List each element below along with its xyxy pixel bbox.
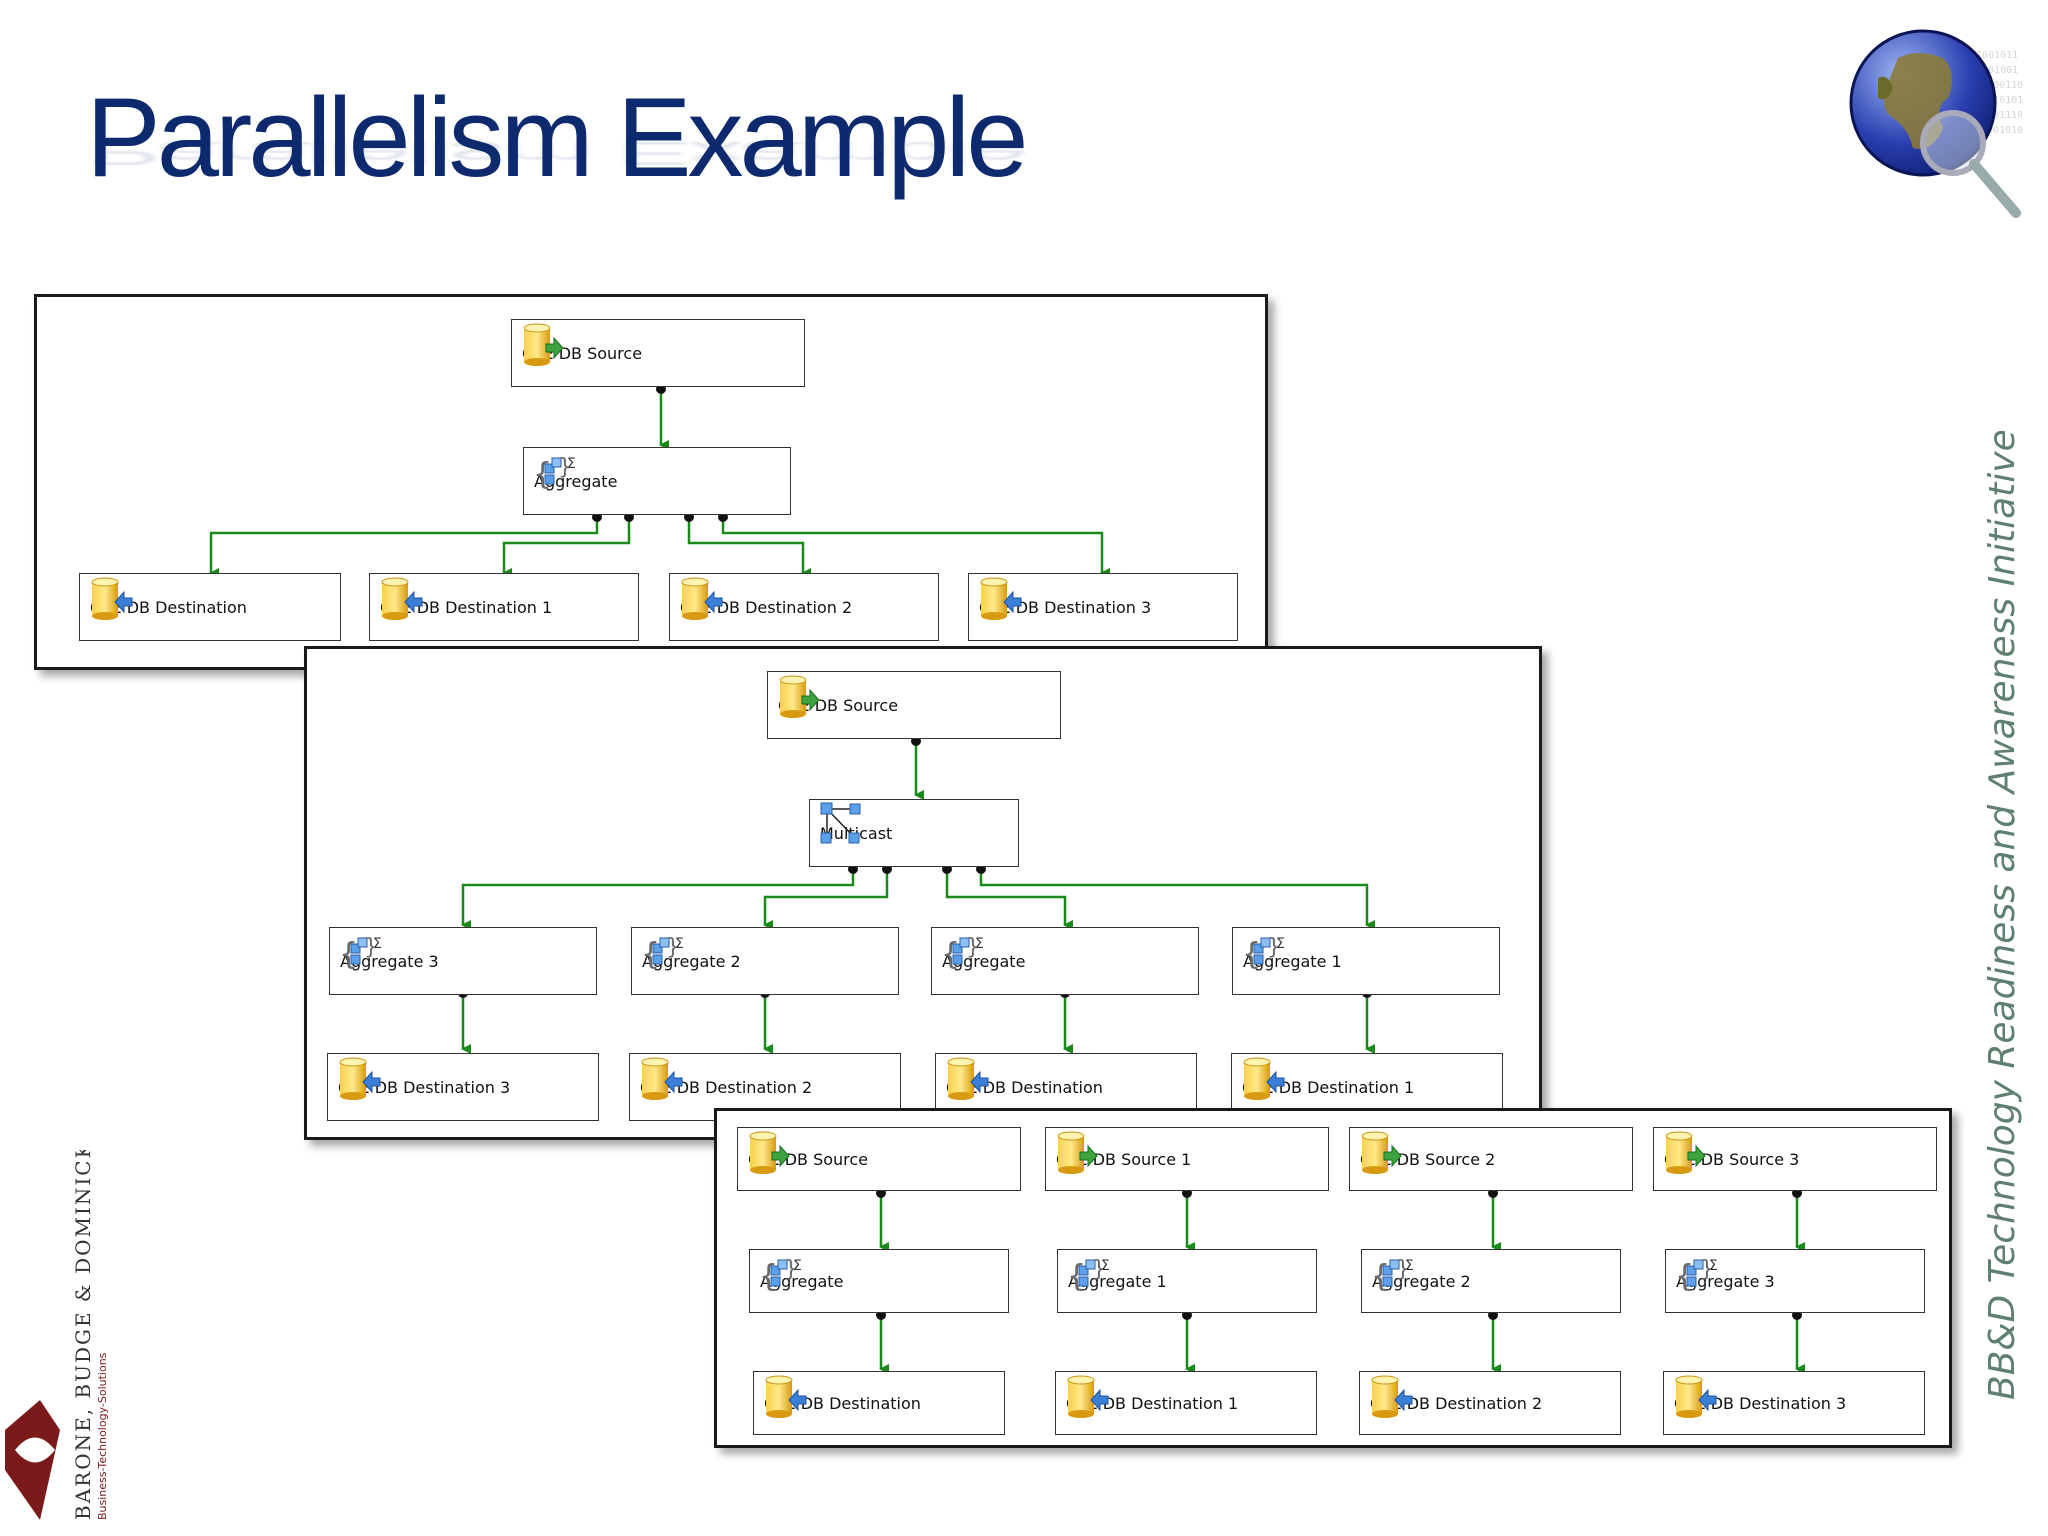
diagram-panel-2: OLE DB Source Multicast Aggregate 3 Aggr…: [304, 646, 1542, 1140]
svg-text:1101001010: 1101001010: [1963, 125, 2023, 136]
database-source-icon: [1358, 1128, 1404, 1176]
database-source-icon: [776, 672, 822, 720]
aggregate-icon: [1370, 1250, 1416, 1298]
database-source-icon: [1662, 1128, 1708, 1176]
company-logo: BARONE, BUDGE & DOMINICK Business-Techno…: [5, 1150, 109, 1520]
node-label: Aggregate: [760, 1271, 844, 1291]
database-destination-icon: [1240, 1054, 1286, 1102]
globe-magnifier-icon: 01010010111100101001 0110100110101001010…: [1849, 29, 2023, 218]
node-label: Aggregate: [942, 951, 1026, 971]
node-label: OLE DB Destination 3: [338, 1077, 511, 1097]
aggregate-node[interactable]: Aggregate 2: [1361, 1249, 1621, 1313]
diagram-panel-3: OLE DB Source OLE DB Source 1 OLE DB Sou…: [714, 1108, 1952, 1448]
database-source-icon: [746, 1128, 792, 1176]
database-source-icon: [1054, 1128, 1100, 1176]
database-destination-icon: [1672, 1372, 1718, 1420]
destination-node[interactable]: OLE DB Destination: [753, 1371, 1005, 1435]
aggregate-icon: [940, 928, 986, 976]
aggregate-node[interactable]: Aggregate 2: [631, 927, 899, 995]
aggregate-icon: [532, 448, 578, 496]
database-destination-icon: [88, 574, 134, 622]
destination-node[interactable]: OLE DB Destination 3: [968, 573, 1238, 641]
node-label: OLE DB Destination 3: [979, 597, 1152, 617]
database-destination-icon: [762, 1372, 808, 1420]
svg-text:BARONE, BUDGE & DOMINICK: BARONE, BUDGE & DOMINICK: [71, 1150, 95, 1520]
slide-title: Parallelism Example: [86, 75, 1029, 200]
node-label: OLE DB Destination 1: [380, 597, 553, 617]
panel-1-connectors: [209, 384, 1110, 578]
database-destination-icon: [1368, 1372, 1414, 1420]
source-node[interactable]: OLE DB Source: [511, 319, 805, 387]
destination-node[interactable]: OLE DB Destination 3: [327, 1053, 599, 1121]
multicast-icon: [818, 800, 864, 848]
node-label: Aggregate: [534, 471, 618, 491]
destination-node[interactable]: OLE DB Destination 3: [1663, 1371, 1925, 1435]
aggregate-icon: [1241, 928, 1287, 976]
aggregate-node[interactable]: Aggregate: [523, 447, 791, 515]
node-label: OLE DB Destination 1: [1242, 1077, 1415, 1097]
database-destination-icon: [378, 574, 424, 622]
multicast-node[interactable]: Multicast: [809, 799, 1019, 867]
node-label: OLE DB Destination 1: [1066, 1393, 1239, 1413]
aggregate-icon: [1674, 1250, 1720, 1298]
database-destination-icon: [638, 1054, 684, 1102]
svg-text:0101001011: 0101001011: [1958, 50, 2018, 61]
destination-node[interactable]: OLE DB Destination 1: [369, 573, 639, 641]
aggregate-node[interactable]: Aggregate 3: [329, 927, 597, 995]
database-destination-icon: [944, 1054, 990, 1102]
diagram-panel-1: OLE DB Source Aggregate OLE DB Destinati…: [34, 294, 1268, 670]
aggregate-icon: [758, 1250, 804, 1298]
aggregate-node[interactable]: Aggregate: [931, 927, 1199, 995]
side-caption: BB&D Technology Readiness and Awareness …: [1982, 429, 2023, 1400]
node-label: OLE DB Destination 2: [640, 1077, 813, 1097]
aggregate-icon: [640, 928, 686, 976]
node-label: OLE DB Destination 2: [680, 597, 853, 617]
database-destination-icon: [336, 1054, 382, 1102]
destination-node[interactable]: OLE DB Destination: [79, 573, 341, 641]
aggregate-node[interactable]: Aggregate 1: [1057, 1249, 1317, 1313]
aggregate-node[interactable]: Aggregate 1: [1232, 927, 1500, 995]
slide-title-reflection: Parallelism Example: [86, 134, 1025, 173]
source-node[interactable]: OLE DB Source: [767, 671, 1061, 739]
database-destination-icon: [1064, 1372, 1110, 1420]
node-label: OLE DB Destination 2: [1370, 1393, 1543, 1413]
aggregate-node[interactable]: Aggregate: [749, 1249, 1009, 1313]
source-node[interactable]: OLE DB Source: [737, 1127, 1021, 1191]
destination-node[interactable]: OLE DB Destination 2: [1359, 1371, 1621, 1435]
database-destination-icon: [977, 574, 1023, 622]
source-node[interactable]: OLE DB Source 2: [1349, 1127, 1633, 1191]
svg-text:Business-Technology-Solutions: Business-Technology-Solutions: [96, 1352, 109, 1520]
database-source-icon: [520, 320, 566, 368]
source-node[interactable]: OLE DB Source 3: [1653, 1127, 1937, 1191]
aggregate-icon: [1066, 1250, 1112, 1298]
aggregate-node[interactable]: Aggregate 3: [1665, 1249, 1925, 1313]
destination-node[interactable]: OLE DB Destination 1: [1055, 1371, 1317, 1435]
aggregate-icon: [338, 928, 384, 976]
database-destination-icon: [678, 574, 724, 622]
source-node[interactable]: OLE DB Source 1: [1045, 1127, 1329, 1191]
destination-node[interactable]: OLE DB Destination 2: [669, 573, 939, 641]
node-label: OLE DB Destination 3: [1674, 1393, 1847, 1413]
